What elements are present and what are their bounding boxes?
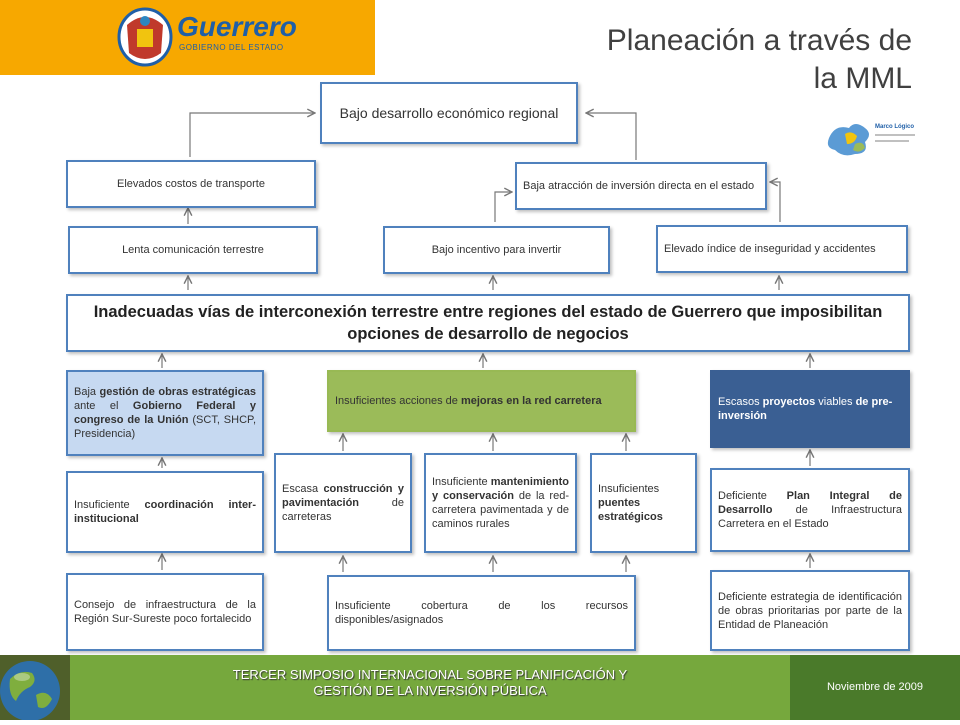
- box-top-effect: Bajo desarrollo económico regional: [320, 82, 578, 144]
- footer-right: Noviembre de 2009: [790, 655, 960, 720]
- arrow-transport-to-top: [190, 113, 315, 157]
- box-transport-costs: Elevados costos de transporte: [66, 160, 316, 208]
- box-insecurity: Elevado índice de inseguridad y accident…: [656, 225, 908, 273]
- box-proyectos: Escasos proyectos viables de pre-inversi…: [710, 370, 910, 448]
- box-mejoras: Insuficientes acciones de mejoras en la …: [327, 370, 636, 432]
- box-plan: Deficiente Plan Integral de Desarrollo d…: [710, 468, 910, 552]
- box-mantenimiento: Insuficiente mantenimiento y conservació…: [424, 453, 577, 553]
- arrow-inversion-to-top: [586, 113, 636, 160]
- box-low-incentive: Bajo incentivo para invertir: [383, 226, 610, 274]
- box-coordinacion: Insuficiente coordinación inter- institu…: [66, 471, 264, 553]
- box-slow-communication: Lenta comunicación terrestre: [68, 226, 318, 274]
- box-estrategia: Deficiente estrategia de identificación …: [710, 570, 910, 651]
- footer-line-2: GESTIÓN DE LA INVERSIÓN PÚBLICA: [70, 683, 790, 699]
- footer-date: Noviembre de 2009: [790, 681, 960, 693]
- box-cobertura: Insuficiente cobertura de los recursos d…: [327, 575, 636, 651]
- box-gestion: Baja gestión de obras estratégicas ante …: [66, 370, 264, 456]
- arrow-inseguridad-to-atraccion: [770, 182, 780, 222]
- box-puentes: Insuficientes puentes estratégicos: [590, 453, 697, 553]
- footer-center: TERCER SIMPOSIO INTERNACIONAL SOBRE PLAN…: [70, 655, 790, 720]
- box-investment-attraction: Baja atracción de inversión directa en e…: [515, 162, 767, 210]
- footer: TERCER SIMPOSIO INTERNACIONAL SOBRE PLAN…: [0, 655, 960, 720]
- globe-icon: [0, 655, 70, 720]
- box-central-problem: Inadecuadas vías de interconexión terres…: [66, 294, 910, 352]
- arrow-incentivo-to-atraccion: [495, 192, 512, 222]
- footer-line-1: TERCER SIMPOSIO INTERNACIONAL SOBRE PLAN…: [70, 667, 790, 683]
- box-consejo: Consejo de infraestructura de la Región …: [66, 573, 264, 651]
- footer-symposium: TERCER SIMPOSIO INTERNACIONAL SOBRE PLAN…: [70, 667, 790, 699]
- box-construccion: Escasa construcción y pavimentación de c…: [274, 453, 412, 553]
- footer-globe: [0, 655, 70, 720]
